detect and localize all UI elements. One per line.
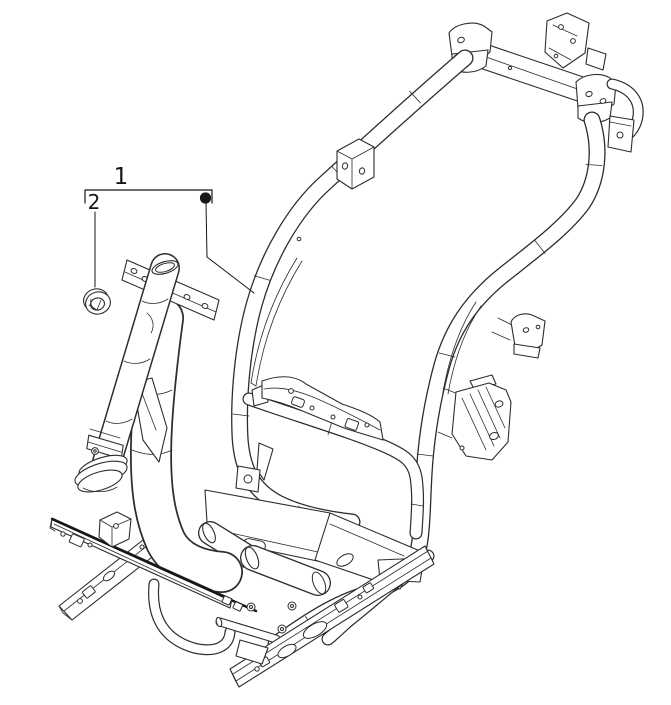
- head-tube-flare: [74, 454, 128, 493]
- callout-1-label: 1: [114, 164, 129, 190]
- callout-1-dot: [199, 192, 212, 204]
- callout-2[interactable]: 2: [88, 190, 101, 288]
- head-tube-collar: [86, 428, 124, 460]
- grommet-part: [83, 288, 111, 315]
- right-floor-rail: [229, 545, 435, 688]
- callout-1-leader: [205, 202, 255, 294]
- right-main-spar: [267, 111, 606, 653]
- floorboard-rails-front: [49, 511, 297, 634]
- floor-u-bracket: [98, 511, 132, 548]
- callout-2-label: 2: [88, 190, 101, 214]
- steering-head-tube: [74, 253, 220, 493]
- seat-crossbar: [242, 376, 425, 540]
- callout-1[interactable]: 1: [84, 164, 255, 294]
- rear-crossmember: [448, 12, 644, 153]
- floorboard-rails-back: [58, 489, 435, 688]
- rear-mount-bracket: [491, 313, 546, 359]
- floor-bolts: [246, 601, 297, 634]
- engine-mount-bracket: [437, 374, 512, 461]
